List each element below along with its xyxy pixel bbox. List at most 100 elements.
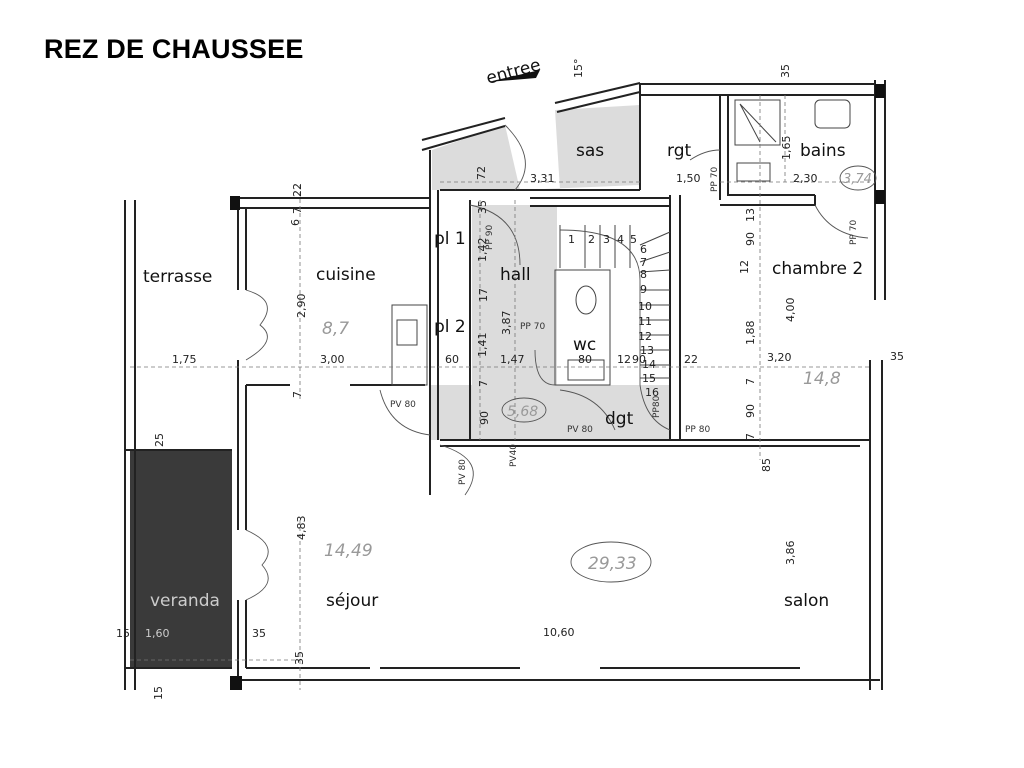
stair-step: 16 xyxy=(645,386,659,399)
dim-label: 35 xyxy=(252,627,266,640)
dim-label: 1,88 xyxy=(744,321,757,346)
dim-label: 3,86 xyxy=(784,541,797,566)
room-label-chambre-2: chambre 2 xyxy=(772,259,863,279)
room-labels: entree sas rgt bains terrasse cuisine pl… xyxy=(143,55,863,611)
door-labels: PP 90 PP 70 PP 70 PP 70 PV 80 PV 80 PV40… xyxy=(390,167,859,485)
stair-step: 15 xyxy=(642,372,656,385)
dim-label: 13 xyxy=(744,208,757,222)
dim-label: 2,30 xyxy=(793,172,818,185)
area-bains: 3,74 xyxy=(843,172,872,187)
dim-label: 1,41 xyxy=(476,333,489,358)
stair-step: 2 xyxy=(588,233,595,246)
plan-title: REZ DE CHAUSSEE xyxy=(44,34,304,64)
stair-step: 7 xyxy=(640,256,647,269)
dim-label: 90 xyxy=(744,232,757,246)
dim-label: 2,90 xyxy=(295,294,308,319)
dim-label: 7 xyxy=(744,378,757,385)
dim-label: 12 xyxy=(738,260,751,274)
stair-step: 8 xyxy=(640,268,647,281)
stair-step: 9 xyxy=(640,283,647,296)
dim-label: 10,60 xyxy=(543,626,575,639)
stair-step: 5 xyxy=(630,233,637,246)
dim-label: 7 xyxy=(291,391,304,398)
stair-step: 11 xyxy=(638,315,652,328)
dim-label: 25 xyxy=(153,433,166,447)
room-label-wc: wc xyxy=(573,335,596,355)
room-label-dgt: dgt xyxy=(605,409,634,429)
door-label: PP 70 xyxy=(849,220,859,245)
dim-label: 35 xyxy=(890,350,904,363)
room-label-pl1: pl 1 xyxy=(434,229,466,249)
dim-label: 3,31 xyxy=(530,172,555,185)
dim-label: 35 xyxy=(779,64,792,78)
door-label: PV 80 xyxy=(458,459,468,485)
room-label-sejour: séjour xyxy=(326,591,378,611)
door-swings xyxy=(245,124,869,601)
dim-label: 3,87 xyxy=(500,311,513,336)
dim-label: 6 xyxy=(289,219,302,226)
room-label-pl2: pl 2 xyxy=(434,317,466,337)
dim-label: 4,83 xyxy=(295,516,308,541)
dim-label: 90 xyxy=(744,404,757,418)
room-label-salon: salon xyxy=(784,591,829,611)
dim-label: 22 xyxy=(291,183,304,197)
door-label: PP 90 xyxy=(485,225,495,250)
door-label: PP 70 xyxy=(520,322,545,332)
area-annotations: 8,7 3,74 5,68 14,8 14,49 29,33 xyxy=(322,165,877,583)
dimension-lines xyxy=(130,95,870,690)
area-hall: 5,68 xyxy=(507,404,538,420)
dim-label: 1,75 xyxy=(172,353,197,366)
dim-label: 85 xyxy=(760,458,773,472)
room-label-bains: bains xyxy=(800,141,846,161)
door-label: PV 80 xyxy=(567,425,593,435)
door-label: PP80 xyxy=(652,395,662,418)
door-label: PP 80 xyxy=(685,425,710,435)
dim-label: 7 xyxy=(744,433,757,440)
stair-step: 10 xyxy=(638,300,652,313)
dim-label: 17 xyxy=(477,288,490,302)
dim-label: 15 xyxy=(116,627,130,640)
dim-label: 35 xyxy=(476,200,489,214)
room-label-sas: sas xyxy=(576,141,604,161)
stair-step: 13 xyxy=(640,344,654,357)
door-label: PV 80 xyxy=(390,400,416,410)
shaded-circulation xyxy=(430,105,670,440)
stair-step: 12 xyxy=(638,330,652,343)
room-label-terrasse: terrasse xyxy=(143,267,212,287)
dim-label: 90 xyxy=(632,353,646,366)
stair-step: 4 xyxy=(617,233,624,246)
stair-step: 3 xyxy=(603,233,610,246)
veranda-fill xyxy=(130,450,232,668)
dim-label: 7 xyxy=(291,207,304,214)
dim-label: 3,20 xyxy=(767,351,792,364)
dim-label: 1,42 xyxy=(476,238,489,263)
dim-label: 72 xyxy=(475,166,488,180)
stair-step: 1 xyxy=(568,233,575,246)
dim-label: 15 xyxy=(152,686,165,700)
stair-step: 14 xyxy=(642,358,656,371)
dim-label: 7 xyxy=(477,380,490,387)
area-total: 29,33 xyxy=(588,554,637,574)
room-label-hall: hall xyxy=(500,265,531,285)
dim-label: 90 xyxy=(478,411,491,425)
dim-label: 4,00 xyxy=(784,298,797,323)
door-label: PP 70 xyxy=(710,167,720,192)
dim-label: 35 xyxy=(293,651,306,665)
entry-arrow xyxy=(488,70,540,82)
dim-label: 1,47 xyxy=(500,353,525,366)
dim-label: 80 xyxy=(578,353,592,366)
dim-label: 1,65 xyxy=(780,136,793,161)
dim-label: 3,00 xyxy=(320,353,345,366)
room-label-cuisine: cuisine xyxy=(316,265,376,285)
dim-label: 12 xyxy=(617,353,631,366)
fixtures xyxy=(391,99,851,386)
dimension-labels: 15° 35 72 3,31 1,50 1,65 2,30 22 7 6 35 … xyxy=(116,59,904,701)
dim-label: 1,60 xyxy=(145,627,170,640)
room-label-entree: entree xyxy=(484,55,543,89)
dim-label: 60 xyxy=(445,353,459,366)
room-label-veranda: veranda xyxy=(150,591,220,611)
area-chambre-2: 14,8 xyxy=(803,369,841,389)
stair-step: 6 xyxy=(640,243,647,256)
door-label: PV40 xyxy=(509,444,519,467)
staircase: 1 2 3 4 5 6 7 8 9 10 11 12 13 14 15 16 xyxy=(559,225,671,399)
